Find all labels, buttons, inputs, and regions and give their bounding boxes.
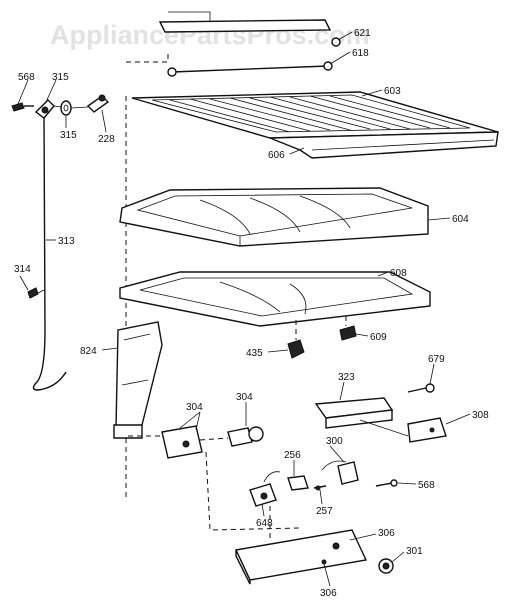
leader-lines	[17, 31, 471, 587]
part-257-screw[interactable]	[313, 485, 327, 491]
label-621: 621	[354, 28, 371, 39]
label-568-right: 568	[418, 480, 435, 491]
label-679: 679	[428, 354, 445, 365]
label-648: 648	[256, 518, 273, 529]
label-306-top: 306	[378, 528, 395, 539]
label-313: 313	[58, 236, 75, 247]
part-648-motor[interactable]	[249, 471, 281, 507]
label-608: 608	[390, 268, 407, 279]
part-315-bracket[interactable]	[34, 99, 55, 119]
label-257: 257	[316, 506, 333, 517]
label-308: 308	[472, 410, 489, 421]
part-604-shelf[interactable]	[119, 187, 429, 247]
part-679-screw[interactable]	[407, 383, 435, 393]
label-435: 435	[246, 348, 263, 359]
label-304-right: 304	[236, 392, 253, 403]
part-568-screw-right[interactable]	[375, 479, 398, 487]
label-606: 606	[268, 150, 285, 161]
part-top-bracket[interactable]	[158, 11, 332, 33]
part-228-clip[interactable]	[86, 94, 110, 113]
label-228: 228	[98, 134, 115, 145]
part-608-shelf[interactable]	[119, 271, 431, 327]
label-603: 603	[384, 86, 401, 97]
part-824-panel[interactable]	[113, 321, 163, 439]
label-604: 604	[452, 214, 469, 225]
part-609-clip[interactable]	[339, 325, 357, 341]
label-304-left: 304	[186, 402, 203, 413]
part-300-switch[interactable]	[321, 460, 359, 485]
label-618: 618	[352, 48, 369, 59]
part-606-shelf-trim[interactable]	[269, 131, 499, 159]
label-256: 256	[284, 450, 301, 461]
part-568-screw-left[interactable]	[11, 102, 34, 112]
part-304-housing[interactable]	[161, 425, 203, 459]
part-313-rod[interactable]	[32, 117, 67, 391]
label-824: 824	[80, 346, 97, 357]
part-301-knob[interactable]	[378, 558, 394, 574]
part-306-base[interactable]	[234, 529, 368, 585]
part-308-bracket[interactable]	[407, 417, 447, 443]
label-301: 301	[406, 546, 423, 557]
part-618-rod[interactable]	[167, 61, 333, 77]
part-603-glass-shelf[interactable]	[131, 91, 499, 139]
label-314: 314	[14, 264, 31, 275]
label-323: 323	[338, 372, 355, 383]
part-256-bracket[interactable]	[287, 475, 309, 491]
label-306-bottom: 306	[320, 588, 337, 599]
part-315-washer[interactable]	[60, 100, 72, 116]
part-labels: 568 315 315 228 313 314 824 621 618 603 …	[14, 28, 489, 599]
label-568-left: 568	[18, 72, 35, 83]
part-435-knob[interactable]	[287, 339, 305, 359]
label-315-top: 315	[52, 72, 69, 83]
part-304-knob[interactable]	[227, 426, 264, 447]
part-314-clip[interactable]	[27, 287, 39, 299]
label-609: 609	[370, 332, 387, 343]
label-300: 300	[326, 436, 343, 447]
part-323-housing[interactable]	[314, 397, 394, 429]
label-315-bottom: 315	[60, 130, 77, 141]
